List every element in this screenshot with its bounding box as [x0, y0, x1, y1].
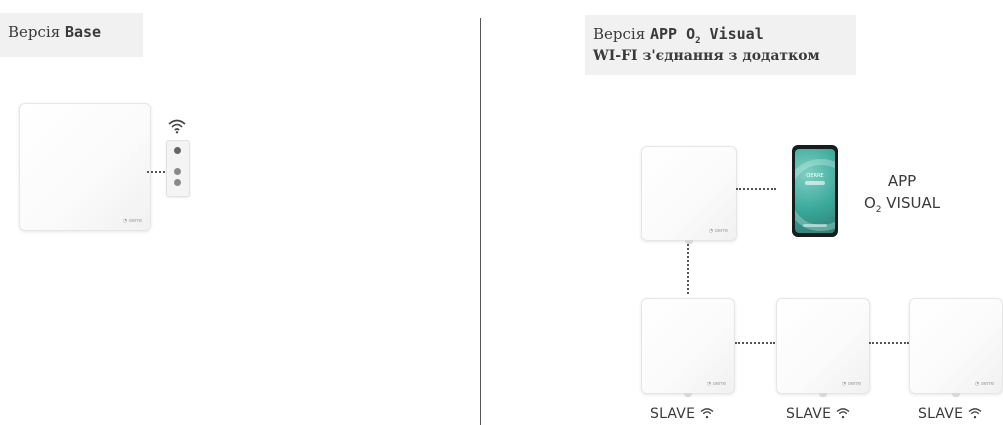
app-line1: APP: [887, 172, 917, 190]
brand-logo: ◔ oerre: [974, 381, 994, 387]
section-divider: [480, 18, 481, 425]
wifi-icon: [168, 119, 186, 134]
brand-logo: ◔ oerre: [122, 218, 142, 224]
phone-button-icon: [805, 181, 825, 185]
version-name: APP O2 Visual: [649, 25, 764, 46]
version-prefix: Версія: [8, 23, 61, 41]
master-unit: ◔ oerre: [641, 146, 737, 244]
master-slave-dots: [687, 244, 689, 294]
app-label: APP O2 VISUAL: [846, 170, 958, 221]
wifi-subtitle: WI-FI з'єднання з додатком: [593, 48, 820, 64]
connection-dots: [147, 171, 165, 173]
app-line2: O2 VISUAL: [863, 194, 941, 215]
power-icon: [174, 147, 181, 154]
brand-logo: ◔ oerre: [841, 381, 861, 387]
slave-label-1: SLAVE: [650, 403, 714, 422]
version-base-label: Версія Base: [0, 13, 143, 57]
slave-label-2: SLAVE: [786, 403, 850, 422]
slave-unit-2: ◔ oerre: [776, 298, 870, 397]
version-app-label: Версія APP O2 Visual WI-FI з'єднання з д…: [585, 15, 856, 75]
brand-logo: ◔ oerre: [706, 381, 726, 387]
plus-button-icon: [174, 168, 181, 175]
slave-dots-2: [869, 342, 909, 344]
phone-footer-icon: [803, 224, 827, 227]
phone-brand: OERRE: [806, 173, 824, 179]
wifi-icon: [700, 408, 714, 419]
heater-panel: ◔ oerre: [19, 103, 151, 231]
wifi-icon: [836, 408, 850, 419]
wifi-icon: [968, 408, 982, 419]
slave-unit-3: ◔ oerre: [909, 298, 1003, 397]
minus-button-icon: [174, 179, 181, 186]
master-app-dots: [736, 188, 776, 190]
phone-app: OERRE: [792, 145, 838, 237]
slave-label-3: SLAVE: [918, 403, 982, 422]
slave-unit-1: ◔ oerre: [641, 298, 735, 397]
brand-logo: ◔ oerre: [708, 228, 728, 234]
version-name: Base: [64, 23, 102, 41]
slave-dots-1: [735, 342, 775, 344]
remote-control: [166, 140, 190, 197]
version-prefix: Версія: [593, 25, 646, 43]
